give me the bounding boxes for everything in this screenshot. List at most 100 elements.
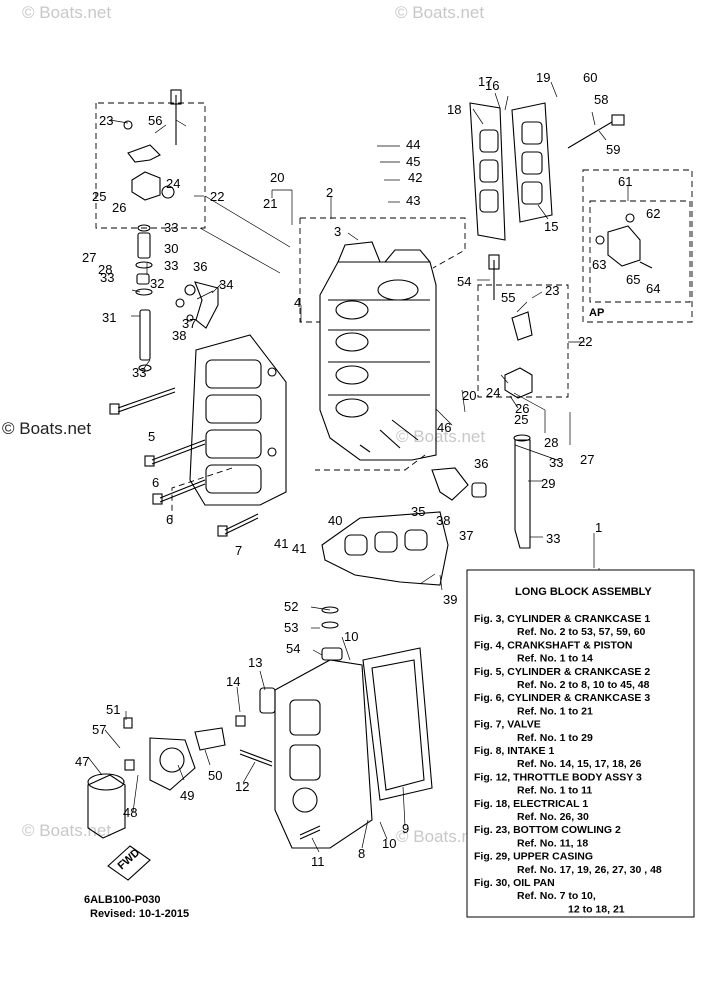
callout-number: 40 bbox=[328, 513, 342, 528]
legend-ref-line: Ref. No. 1 to 14 bbox=[517, 653, 593, 665]
callout-number: 23 bbox=[99, 113, 113, 128]
watermark: © Boats.net bbox=[395, 3, 484, 22]
callout-number: 41 bbox=[292, 541, 306, 556]
callout-number: 33 bbox=[100, 270, 114, 285]
cylinder-block bbox=[319, 241, 437, 461]
callout-number: 5 bbox=[148, 429, 155, 444]
bolts-left bbox=[109, 387, 259, 537]
callout-number: 33 bbox=[546, 531, 560, 546]
head-frame-left bbox=[171, 467, 233, 525]
watermark: © Boats.net bbox=[396, 827, 485, 846]
callout-number: 34 bbox=[219, 277, 233, 292]
callout-number: 62 bbox=[646, 206, 660, 221]
callout-number: 33 bbox=[164, 258, 178, 273]
ap-option-frame bbox=[582, 169, 693, 323]
callout-number: 15 bbox=[544, 219, 558, 234]
legend-ref-line: Ref. No. 1 to 11 bbox=[517, 785, 592, 797]
legend-figure-line: Fig. 29, UPPER CASING bbox=[474, 851, 593, 863]
legend-ref-line: Ref. No. 7 to 10, bbox=[517, 890, 596, 902]
callout-number: 37 bbox=[459, 528, 473, 543]
callout-number: 61 bbox=[618, 174, 632, 189]
legend-figure-line: Fig. 7, VALVE bbox=[474, 719, 541, 731]
ap-label: AP bbox=[589, 307, 604, 319]
legend-figure-line: Fig. 12, THROTTLE BODY ASSY 3 bbox=[474, 771, 642, 783]
callout-number: 10 bbox=[344, 629, 358, 644]
callout-number: 29 bbox=[541, 476, 555, 491]
callout-number: 51 bbox=[106, 702, 120, 717]
oil-pan-gasket-9 bbox=[362, 647, 433, 801]
legend-ref-line: Ref. No. 1 to 21 bbox=[517, 705, 593, 717]
legend-figure-line: Fig. 4, CRANKSHAFT & PISTON bbox=[474, 639, 632, 651]
diagram-code: 6ALB100-P030 bbox=[84, 894, 160, 906]
callout-number: 22 bbox=[210, 189, 224, 204]
callout-number: 21 bbox=[263, 196, 277, 211]
callout-number: 58 bbox=[594, 92, 608, 107]
callout-number: 54 bbox=[457, 274, 471, 289]
legend-ref-line: 12 to 18, 21 bbox=[568, 903, 625, 915]
callout-number: 39 bbox=[443, 592, 457, 607]
legend-title: LONG BLOCK ASSEMBLY bbox=[515, 586, 652, 598]
callout-number: 18 bbox=[447, 102, 461, 117]
callout-number: 3 bbox=[334, 224, 341, 239]
legend-figure-line: Fig. 3, CYLINDER & CRANKCASE 1 bbox=[474, 613, 650, 625]
watermark: © Boats.net bbox=[22, 821, 111, 840]
callout-number: 13 bbox=[248, 655, 262, 670]
ap-inner-frame bbox=[589, 200, 691, 303]
watermark: © Boats.net bbox=[2, 419, 91, 438]
legend-ref-line: Ref. No. 14, 15, 17, 18, 26 bbox=[517, 758, 641, 770]
callout-number: 43 bbox=[406, 193, 420, 208]
callout-number: 50 bbox=[208, 768, 222, 783]
callout-number: 52 bbox=[284, 599, 298, 614]
callout-number: 38 bbox=[172, 328, 186, 343]
callout-number: 56 bbox=[148, 113, 162, 128]
legend-ref-line: Ref. No. 2 to 53, 57, 59, 60 bbox=[517, 626, 646, 638]
callout-number: 9 bbox=[402, 821, 409, 836]
callout-number: 60 bbox=[583, 70, 597, 85]
callout-number: 37 bbox=[182, 316, 196, 331]
callout-number: 25 bbox=[514, 412, 528, 427]
callout-number: 47 bbox=[75, 754, 89, 769]
callout-number: 45 bbox=[406, 154, 420, 169]
callout-number: 11 bbox=[311, 854, 325, 869]
callout-number: 17 bbox=[478, 74, 492, 89]
callout-number: 25 bbox=[92, 189, 106, 204]
callout-number: 46 bbox=[437, 420, 451, 435]
callout-number: 10 bbox=[382, 836, 396, 851]
callout-number: 26 bbox=[515, 401, 529, 416]
callout-number: 1 bbox=[595, 520, 602, 535]
callout-number: 36 bbox=[193, 259, 207, 274]
cylinder-head bbox=[189, 334, 287, 506]
callout-number: 19 bbox=[536, 70, 550, 85]
callout-number: 33 bbox=[549, 455, 563, 470]
sensor-right bbox=[488, 254, 533, 399]
fwd-arrow: FWD bbox=[107, 845, 151, 881]
legend-ref-line: Ref. No. 11, 18 bbox=[517, 837, 588, 849]
callout-number: 24 bbox=[486, 385, 500, 400]
legend-frame bbox=[466, 569, 695, 918]
callout-number: 27 bbox=[82, 250, 96, 265]
wire-59-60 bbox=[567, 114, 625, 149]
callout-number: 57 bbox=[92, 722, 106, 737]
legend-box: LONG BLOCK ASSEMBLY Fig. 3, CYLINDER & C… bbox=[466, 569, 695, 918]
callout-number: 44 bbox=[406, 137, 420, 152]
legend-ref-line: Ref. No. 17, 19, 26, 27, 30 , 48 bbox=[517, 864, 662, 876]
callout-number: 14 bbox=[226, 674, 240, 689]
callout-number: 4 bbox=[294, 295, 301, 310]
fwd-label: FWD bbox=[116, 847, 143, 873]
legend-figure-line: Fig. 23, BOTTOM COWLING 2 bbox=[474, 824, 621, 836]
bracket-35 bbox=[431, 467, 487, 501]
grouping-frames bbox=[95, 102, 693, 525]
oil-filter-assembly bbox=[87, 687, 276, 839]
callout-number: 20 bbox=[462, 388, 476, 403]
legend-ref-line: Ref. No. 1 to 29 bbox=[517, 732, 593, 744]
callout-number: 31 bbox=[102, 310, 116, 325]
callout-number: 16 bbox=[485, 78, 499, 93]
block-frame-top bbox=[300, 217, 466, 269]
watermark-layer: © Boats.net © Boats.net © Boats.net © Boats… bbox=[2, 3, 485, 846]
intake-manifold-gaskets bbox=[469, 102, 553, 241]
callout-number: 55 bbox=[501, 290, 515, 305]
legend-figure-line: Fig. 5, CYLINDER & CRANKCASE 2 bbox=[474, 666, 650, 678]
